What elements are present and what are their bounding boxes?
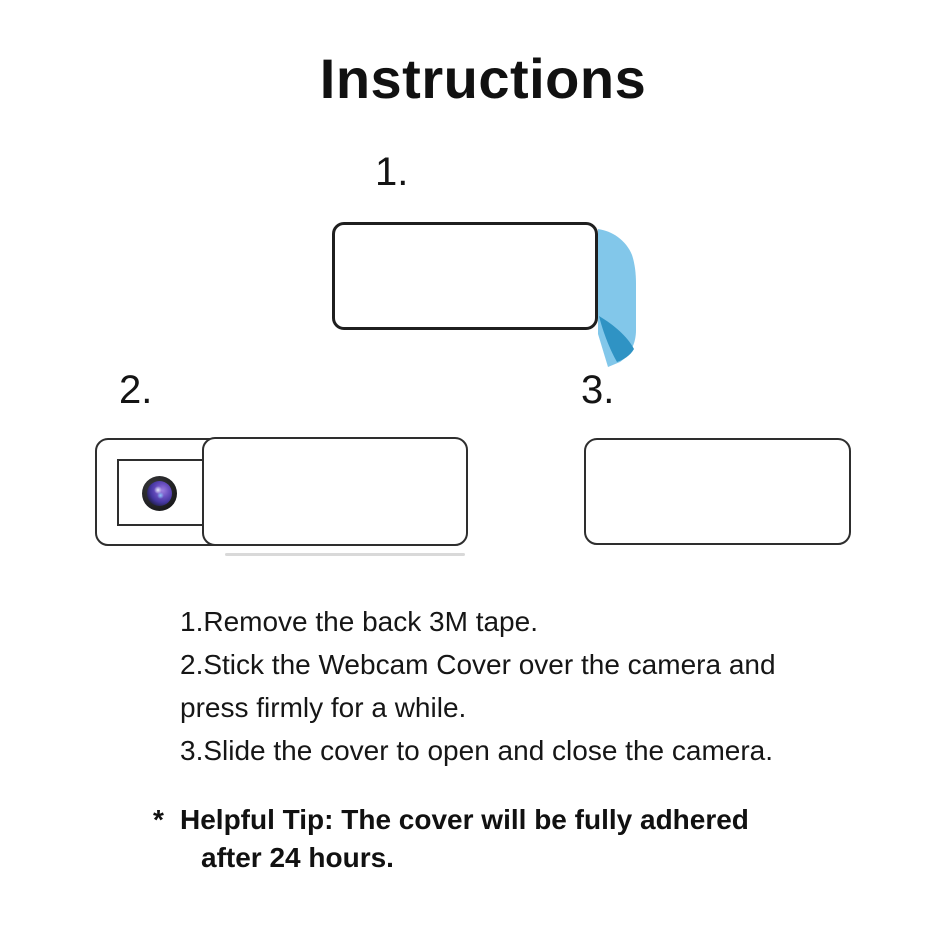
tape-peel-icon <box>594 222 644 372</box>
helpful-tip: * Helpful Tip: The cover will be fully a… <box>153 801 853 877</box>
instruction-step-3: 3.Slide the cover to open and close the … <box>180 735 774 766</box>
step-3-cover-illustration <box>584 438 851 545</box>
page-title: Instructions <box>319 47 647 110</box>
instruction-step-1: 1.Remove the back 3M tape. <box>180 606 538 637</box>
instruction-step-2-cont: press firmly for a while. <box>180 692 467 723</box>
step-1-cover-illustration <box>332 222 598 330</box>
step-1-label: 1. <box>375 150 409 194</box>
tip-line-2: after 24 hours. <box>201 842 394 873</box>
asterisk-marker: * <box>153 804 164 835</box>
instruction-step-2: 2.Stick the Webcam Cover over the camera… <box>180 649 776 680</box>
step-2-label: 2. <box>119 368 153 412</box>
step-3-label: 3. <box>581 368 615 412</box>
tip-line-1: Helpful Tip: The cover will be fully adh… <box>180 804 749 835</box>
lens-highlight <box>154 486 162 494</box>
lens-highlight-blue <box>157 492 164 499</box>
step-2-slider-illustration <box>202 437 468 546</box>
tape-back-curl <box>599 316 634 362</box>
slider-shadow-line <box>225 553 465 556</box>
tip-text: Helpful Tip: The cover will be fully adh… <box>180 801 749 877</box>
instruction-list: 1.Remove the back 3M tape. 2.Stick the W… <box>180 600 860 772</box>
camera-lens-icon <box>142 476 177 511</box>
